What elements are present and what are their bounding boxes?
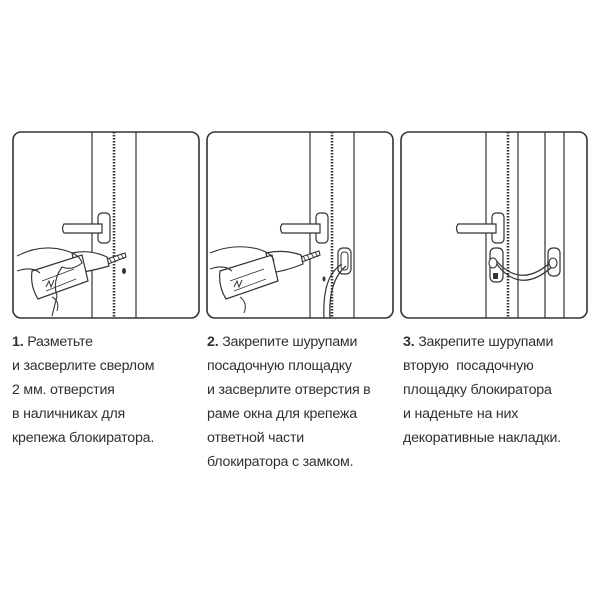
step-3-line-1: 3. Закрепите шурупами <box>403 334 554 350</box>
illustration-step-1 <box>12 131 200 319</box>
step-2-line-2: посадочную площадку <box>207 358 352 374</box>
step-1-line-5: крепежа блокиратора. <box>12 430 155 446</box>
step-3-line-4: и наденьте на них <box>403 406 519 422</box>
step-3-number: 3. <box>403 334 415 350</box>
step-3-line-3: площадку блокиратора <box>403 382 552 398</box>
step-2-number: 2. <box>207 334 219 350</box>
step-1-line-1: 1. Разметьте <box>12 334 93 350</box>
step-2-instructions: 2. Закрепите шурупами посадочную площадк… <box>207 330 371 474</box>
step-2-line-3: и засверлите отверстия в <box>207 382 371 398</box>
step-1-instructions: 1. Разметьте и засверлите сверлом 2 мм. … <box>12 330 154 450</box>
drill-with-mounted-pad-icon <box>206 131 394 319</box>
step-2-line-6: блокиратора с замком. <box>207 454 354 470</box>
step-2-line-4: раме окна для крепежа <box>207 406 357 422</box>
step-1-line-3: 2 мм. отверстия <box>12 382 115 398</box>
step-1-line-4: в наличниках для <box>12 406 126 422</box>
step-3-line-5: декоративные накладки. <box>403 430 561 446</box>
drill-window-frame-icon <box>12 131 200 319</box>
step-3-line-2: вторую посадочную <box>403 358 534 374</box>
step-2-line-1: 2. Закрепите шурупами <box>207 334 358 350</box>
illustration-step-3 <box>400 131 588 319</box>
step-1-line-2: и засверлите сверлом <box>12 358 155 374</box>
step-2-line-5: ответной части <box>207 430 304 446</box>
illustration-step-2 <box>206 131 394 319</box>
step-3-instructions: 3. Закрепите шурупами вторую посадочную … <box>403 330 561 450</box>
step-1-number: 1. <box>12 334 24 350</box>
installed-cable-lock-icon <box>400 131 588 319</box>
